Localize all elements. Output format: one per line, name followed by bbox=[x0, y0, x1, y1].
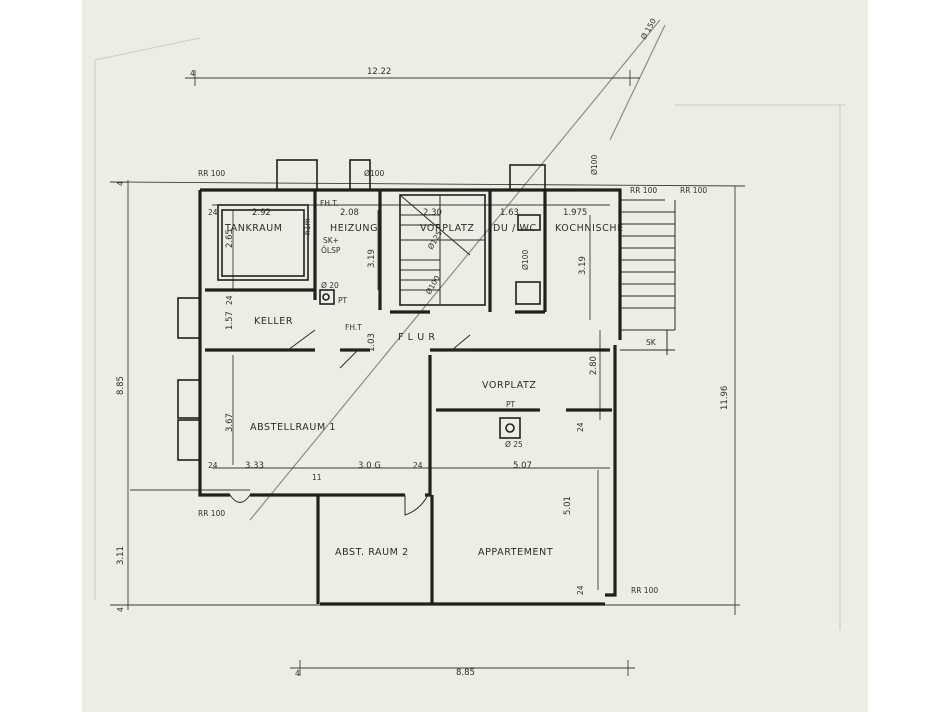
dim-right-total: 11.96 bbox=[720, 386, 730, 410]
plan-sheet bbox=[82, 0, 868, 712]
annotation-o25: Ø 25 bbox=[505, 440, 523, 449]
room-label-vorplatz-upper: VORPLATZ bbox=[420, 223, 475, 234]
dim-wall-top: 4 bbox=[190, 69, 195, 78]
dim-wall-v4: 4 bbox=[116, 181, 125, 186]
annotation-o100-vertical: Ø100 bbox=[590, 155, 599, 175]
room-label-abstellraum1: ABSTELLRAUM 1 bbox=[250, 422, 336, 433]
annotation-rr100-stair: RR 100 bbox=[630, 186, 657, 195]
room-label-keller: KELLER bbox=[254, 316, 293, 327]
dim-tankraum-width: 2.92 bbox=[252, 208, 271, 218]
annotation-sk-plus: SK+ bbox=[323, 236, 339, 245]
annotation-rr100-top: RR 100 bbox=[198, 169, 225, 178]
dim-wall-11: 11 bbox=[312, 473, 322, 482]
pipe-lines bbox=[249, 19, 666, 521]
annotation-pt-vorplatz: PT bbox=[506, 400, 516, 409]
dim-flur-height: 1.03 bbox=[367, 333, 377, 352]
annotation-rr100-bottom: RR 100 bbox=[198, 509, 225, 518]
annotation-rr100-right: RR 100 bbox=[631, 586, 658, 595]
room-label-kochnische: KOCHNISCHE bbox=[555, 223, 624, 234]
dim-left-upper: 8.85 bbox=[116, 376, 126, 395]
annotation-o100-du: Ø100 bbox=[521, 250, 530, 270]
dim-wall-v1: 24 bbox=[225, 295, 234, 305]
room-label-vorplatz-main: VORPLATZ bbox=[482, 380, 537, 391]
dim-abst-width1: 3.33 bbox=[245, 461, 264, 471]
dim-heizung-width: 2.08 bbox=[340, 208, 359, 218]
dim-vorplatz-height: 2.80 bbox=[589, 356, 599, 375]
dim-du-width: 1.63 bbox=[500, 208, 519, 218]
dim-abst-width2: 3.0 G bbox=[358, 461, 381, 471]
room-label-heizung: HEIZUNG bbox=[330, 223, 378, 234]
dim-top-total: 12.22 bbox=[367, 67, 391, 77]
dim-wall-v3: 24 bbox=[576, 585, 585, 595]
annotation-fht-top: FH.T. bbox=[320, 199, 338, 208]
dim-wall-bottom: 4 bbox=[295, 669, 300, 678]
walls bbox=[198, 188, 622, 606]
dim-app-width: 5.07 bbox=[513, 461, 532, 471]
annotation-pt-heizung: PT bbox=[338, 296, 348, 305]
room-label-du-wc: DU / WC bbox=[493, 223, 537, 234]
annotation-olsp: ÖLSP bbox=[321, 246, 341, 255]
annotation-o150: Ø 150 bbox=[639, 17, 658, 41]
door-swings bbox=[229, 329, 471, 516]
dim-bottom-total: 8.85 bbox=[456, 668, 475, 678]
dim-keller-height: 1.57 bbox=[225, 311, 235, 330]
annotation-o20: Ø 20 bbox=[321, 281, 339, 290]
room-label-appartement: APPARTEMENT bbox=[478, 547, 553, 558]
room-label-abstraum2: ABST. RAUM 2 bbox=[335, 547, 409, 558]
dim-koch-height: 3.19 bbox=[578, 256, 588, 275]
dim-left-lower: 3.11 bbox=[116, 546, 126, 565]
annotation-o100-stair: Ø100 bbox=[424, 274, 442, 296]
dim-app-height: 5.01 bbox=[563, 496, 573, 515]
dim-wall-1: 24 bbox=[208, 208, 218, 217]
vertical-dimensions: 8.85 3.11 11.96 2.65 3.19 3.19 1.57 1.03… bbox=[116, 181, 730, 612]
dim-wall-v5: 4 bbox=[116, 607, 125, 612]
stair-steps bbox=[399, 194, 676, 355]
annotation-o100-top: Ø100 bbox=[364, 169, 384, 178]
wall-details bbox=[177, 159, 546, 461]
dim-wall-2: 24 bbox=[208, 461, 218, 470]
annotation-fht-keller: FH.T bbox=[345, 323, 362, 332]
dim-wall-3: 24 bbox=[413, 461, 423, 470]
dim-koch-width: 1.975 bbox=[563, 208, 587, 218]
dim-vorplatz-width: 2.30 bbox=[423, 208, 442, 218]
sheet-marks bbox=[94, 37, 845, 630]
dim-tank-height: 2.65 bbox=[225, 229, 235, 248]
dim-abst-height: 3.67 bbox=[225, 413, 235, 432]
room-label-flur: F L U R bbox=[398, 332, 436, 343]
annotation-rr100-ext: RR 100 bbox=[680, 186, 707, 195]
room-label-tankraum: TANKRAUM bbox=[224, 223, 283, 234]
dim-stair-height: 3.19 bbox=[367, 249, 377, 268]
annotation-sk: SK bbox=[646, 338, 657, 347]
dim-wall-v2: 24 bbox=[576, 422, 585, 432]
annotation-h1m: h1m bbox=[303, 218, 312, 235]
